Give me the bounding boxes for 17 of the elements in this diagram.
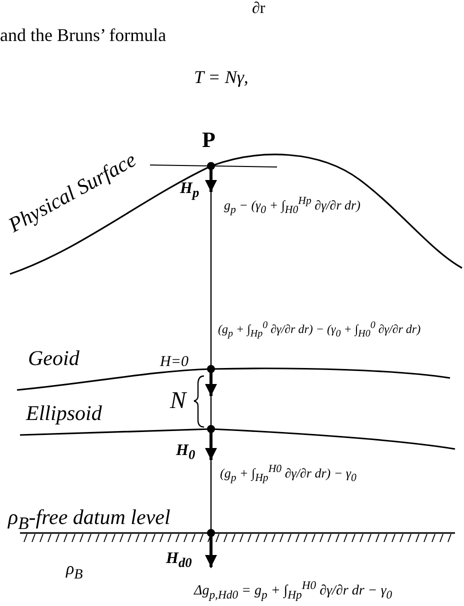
equation: T = Nγ, bbox=[194, 68, 248, 88]
equation-fragment: ∂r bbox=[252, 0, 266, 18]
surface-label: Geoid bbox=[28, 347, 80, 370]
density-label: ρ$_{B}$ bbox=[66, 560, 83, 583]
height-label: H$_{d0}$ bbox=[166, 550, 192, 571]
formula: Δg$_{p,Hd0}$ = g$_{p}$ + ∫$_{Hp}$$^{H0}$ ∂γ/∂r dr − γ$_{0}$ bbox=[194, 580, 392, 602]
formula: (g$_{p}$ + ∫$_{Hp}$$^{H0}$ ∂γ/∂r dr) − γ$_{0}$ bbox=[220, 464, 356, 485]
height-label: N bbox=[170, 388, 186, 414]
formula: g$_{p}$ − (γ$_{0}$ + ∫$_{H0}$$^{Hp}$ ∂γ/∂r dr) bbox=[224, 196, 360, 217]
body-text: and the Bruns’ formula bbox=[0, 26, 166, 46]
formula: (g$_{p}$ + ∫$_{Hp}$$^{0}$ ∂γ/∂r dr) − (γ$_{0}$ + ∫$_{H0}$$^{0}$ ∂γ/∂r dr) bbox=[218, 320, 421, 340]
surface-label: ρ$_{B}$-free datum level bbox=[8, 506, 170, 534]
height-label: H$_{p}$ bbox=[180, 180, 200, 201]
surface-label: Ellipsoid bbox=[26, 402, 102, 426]
height-label: H=0 bbox=[160, 354, 188, 370]
height-label: H$_{0}$ bbox=[176, 442, 196, 463]
point-label: P bbox=[202, 128, 216, 152]
